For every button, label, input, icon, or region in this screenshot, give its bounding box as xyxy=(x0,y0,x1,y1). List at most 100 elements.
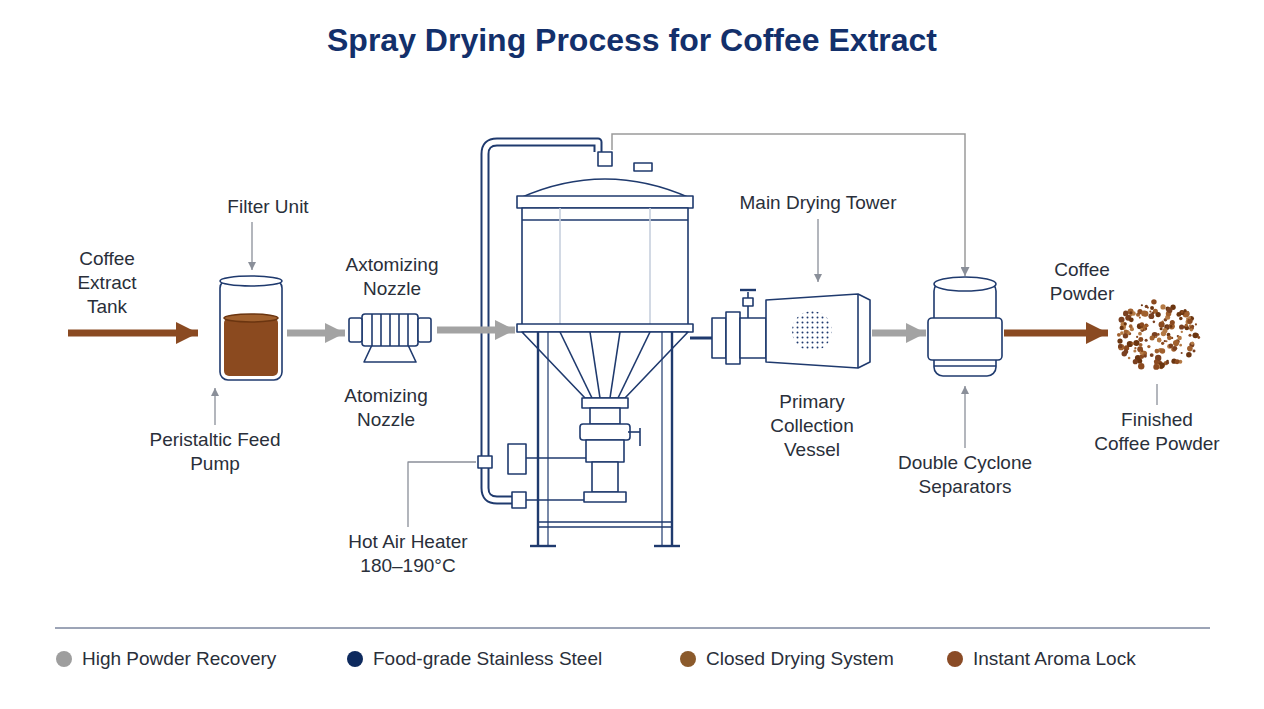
product-arrow xyxy=(1004,330,1108,337)
powder-pile xyxy=(1164,340,1166,342)
collection-vessel xyxy=(712,290,870,368)
powder-pile xyxy=(1139,317,1141,319)
exhaust-line xyxy=(612,134,965,276)
powder-pile xyxy=(1134,347,1136,349)
leader-lines xyxy=(408,462,476,527)
legend-swatch xyxy=(56,651,72,667)
pipe-connection xyxy=(690,337,712,340)
powder-pile xyxy=(1181,311,1184,314)
powder-pile xyxy=(1183,309,1186,312)
powder-pile xyxy=(1197,336,1200,339)
powder-pile xyxy=(1148,313,1154,319)
drying-tower xyxy=(538,521,672,523)
leader-lines xyxy=(817,219,818,282)
powder-pile xyxy=(1124,329,1128,333)
legend-text: Instant Aroma Lock xyxy=(973,648,1136,670)
collection-vessel: Main Drying TowerPrimary Collection Vess… xyxy=(712,288,872,368)
powder-pile xyxy=(1131,342,1134,345)
air-pipe xyxy=(526,457,590,459)
equipment-label: Main Drying Tower xyxy=(718,191,918,215)
drying-tower xyxy=(538,526,672,528)
powder-pile xyxy=(1193,349,1196,352)
powder-pile xyxy=(1118,344,1122,348)
equipment-label: Primary Collection Vessel xyxy=(757,390,867,462)
powder-pile xyxy=(1129,311,1132,314)
equipment-label: Axtomizing Nozzle xyxy=(327,253,457,301)
collection-vessel xyxy=(740,318,766,358)
powder-pile xyxy=(1150,306,1154,310)
drying-tower xyxy=(639,428,641,446)
powder-pile xyxy=(1195,323,1197,325)
leader-lines xyxy=(1156,384,1157,405)
powder-pile xyxy=(1146,325,1148,327)
inlet-label: Coffee Extract Tank xyxy=(66,247,148,319)
powder-pile xyxy=(1151,299,1156,304)
air-pipe xyxy=(478,456,492,468)
drying-tower xyxy=(584,492,626,502)
powder-pile xyxy=(1155,312,1160,317)
inlet-arrow xyxy=(68,330,198,337)
drying-tower xyxy=(522,332,688,398)
drying-tower xyxy=(610,332,620,398)
inlet-arrow xyxy=(68,332,198,334)
nozzle-unit xyxy=(380,314,382,346)
powder-pile xyxy=(1145,328,1147,330)
powder-pile xyxy=(1141,329,1144,332)
drying-tower xyxy=(618,332,650,398)
nozzle-unit xyxy=(407,314,409,346)
drying-tower xyxy=(582,398,628,408)
leader-lines xyxy=(215,219,1157,527)
cyclone-separator xyxy=(934,277,996,291)
filter-beaker xyxy=(220,280,282,380)
powder-pile xyxy=(1167,335,1172,340)
flow-arrow xyxy=(437,327,515,334)
powder-pile xyxy=(1141,304,1143,306)
powder-pile xyxy=(1170,325,1173,328)
powder-pile xyxy=(1181,352,1183,354)
legend-text: Closed Drying System xyxy=(706,648,894,670)
powder-pile xyxy=(1145,305,1148,308)
drying-tower xyxy=(590,332,600,398)
powder-pile xyxy=(1124,322,1127,325)
powder-pile xyxy=(1120,326,1124,330)
powder-pile xyxy=(1177,336,1181,340)
equipment-label: Atomizing Nozzle xyxy=(321,384,451,432)
legend: High Powder RecoveryFood-grade Stainless… xyxy=(0,648,1264,678)
powder-pile xyxy=(1181,331,1183,333)
powder-pile xyxy=(1175,359,1180,364)
powder-pile xyxy=(1138,363,1144,369)
drying-tower xyxy=(628,431,640,433)
powder-pile xyxy=(1123,333,1128,338)
drying-tower xyxy=(522,208,688,326)
powder-pile xyxy=(1189,326,1194,331)
powder-pile xyxy=(1157,338,1162,343)
collection-vessel xyxy=(857,294,859,368)
powder-pile xyxy=(1157,339,1161,343)
collection-vessel xyxy=(740,289,756,291)
powder-pile xyxy=(1166,361,1169,364)
nozzle-unit xyxy=(349,314,431,362)
flow-arrow xyxy=(872,330,926,337)
powder-pile xyxy=(1173,340,1179,346)
powder-pile xyxy=(1167,307,1173,313)
collection-vessel xyxy=(792,311,832,351)
leader-lines xyxy=(214,388,215,425)
collection-vessel xyxy=(712,318,726,358)
powder-pile xyxy=(1140,328,1143,331)
equipment-illustration xyxy=(55,142,1210,628)
leader-lines xyxy=(964,386,965,448)
powder-pile xyxy=(1133,340,1139,346)
drying-tower xyxy=(537,332,539,546)
powder-pile xyxy=(1171,347,1176,352)
drying-tower xyxy=(522,219,688,221)
powder-pile xyxy=(1128,357,1131,360)
powder-pile xyxy=(1153,364,1159,370)
drying-tower xyxy=(530,545,556,547)
powder-pile xyxy=(1149,311,1151,313)
equipment-label: Double Cyclone Separators xyxy=(890,451,1040,499)
nozzle-unit xyxy=(418,318,431,342)
equipment-label: Hot Air Heater 180–190°C xyxy=(328,530,488,578)
powder-pile xyxy=(1150,353,1154,357)
equipment-label: Peristaltic Feed Pump xyxy=(140,428,290,476)
